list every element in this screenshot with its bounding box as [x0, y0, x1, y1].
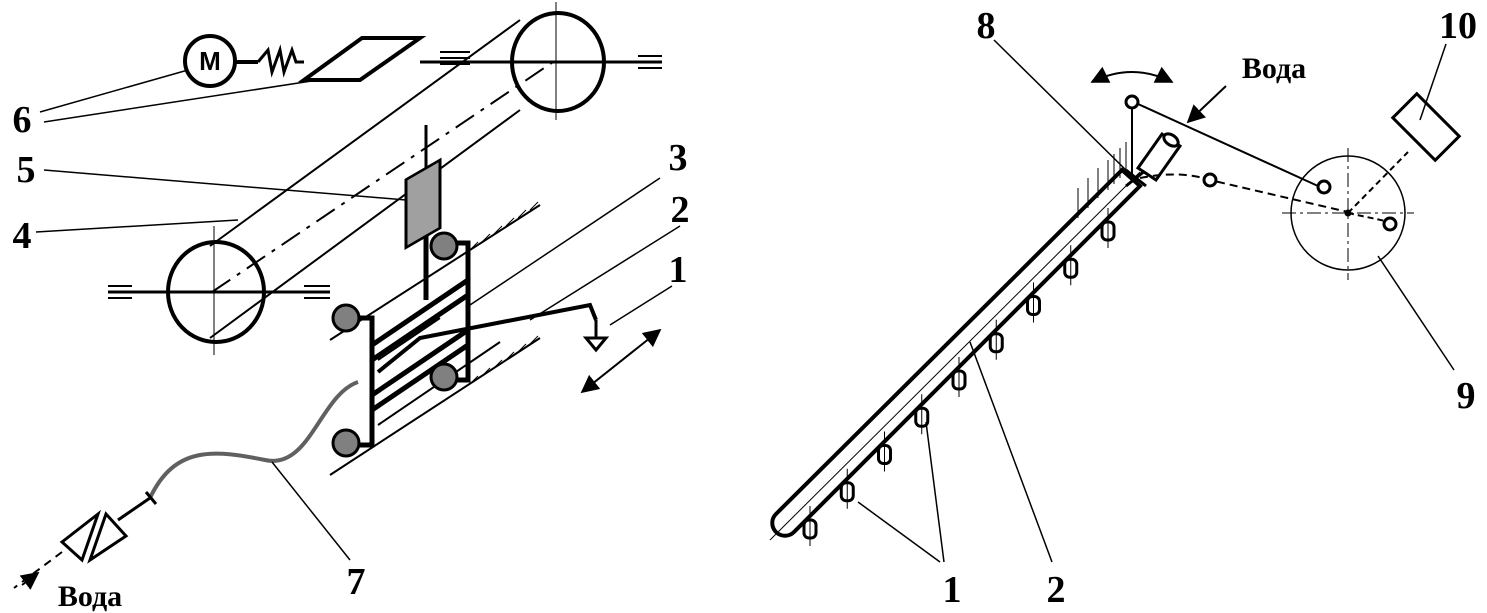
left-diagram: M	[13, 2, 690, 613]
roller	[331, 303, 361, 333]
water-inlet-fitting	[1135, 131, 1183, 183]
label-2: 2	[1047, 569, 1066, 611]
upper-drum	[510, 2, 662, 120]
label-3: 3	[669, 137, 688, 179]
rollers	[331, 231, 459, 458]
pipe-hatching	[1077, 142, 1127, 218]
drive-10	[1390, 91, 1462, 163]
right-diagram: 8 Вода 10 9 1 2	[769, 5, 1477, 611]
label-8: 8	[977, 5, 996, 47]
roller	[429, 362, 459, 392]
swing-arrow	[1090, 66, 1174, 83]
conveyor-belt	[209, 19, 557, 339]
drive-unit	[235, 36, 510, 82]
label-5: 5	[17, 149, 36, 191]
drum-4	[108, 226, 330, 355]
water-label-right: Вода	[1242, 52, 1306, 85]
label-2: 2	[671, 189, 690, 231]
valve	[13, 491, 158, 589]
label-10: 10	[1439, 5, 1477, 47]
roller	[331, 428, 361, 458]
label-6: 6	[13, 99, 32, 141]
water-label-left: Вода	[58, 580, 122, 613]
label-7: 7	[347, 561, 366, 603]
water-inlet-arrow-left	[19, 571, 40, 590]
left-leaders	[35, 69, 681, 561]
nozzles	[802, 208, 1116, 546]
water-inlet-arrow-right	[1186, 85, 1227, 124]
right-leaders	[857, 39, 1455, 563]
motor: M	[183, 34, 237, 88]
motor-label: M	[199, 46, 221, 76]
crank-disc-9	[1282, 148, 1414, 280]
rail-hatching	[469, 201, 539, 385]
block-5	[404, 157, 442, 250]
label-1: 1	[943, 569, 962, 611]
motion-arrow-left	[580, 328, 662, 394]
label-1: 1	[669, 249, 688, 291]
hose-7	[148, 380, 359, 499]
label-9: 9	[1457, 375, 1476, 417]
spray-pipe-2	[769, 167, 1143, 541]
linkage	[1137, 103, 1349, 213]
label-4: 4	[13, 215, 32, 257]
roller	[429, 231, 459, 261]
